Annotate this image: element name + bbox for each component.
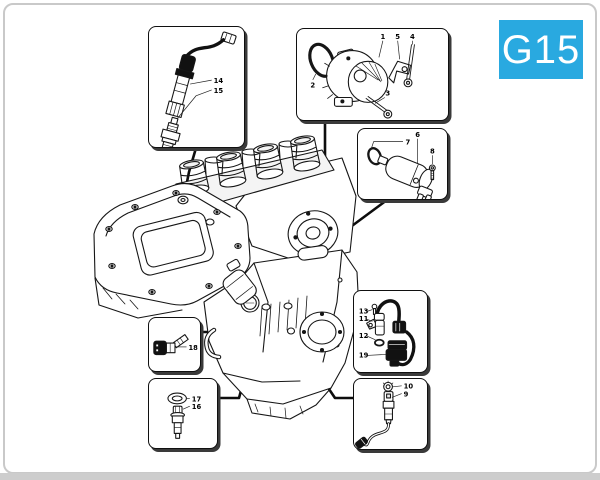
generator-body: [321, 48, 389, 107]
part-number-1: 1: [380, 33, 385, 41]
part-number-13: 13: [359, 307, 369, 315]
part-number-5: 5: [395, 33, 400, 41]
sensor-9-body: [382, 391, 395, 425]
pickup-sensor-art: 13 11 12 19: [359, 299, 416, 367]
bolt-3: [365, 96, 393, 119]
coil-cable: [396, 330, 416, 367]
part-number-18: 18: [188, 344, 198, 352]
bolt-4: [403, 44, 415, 88]
part-number-11: 11: [359, 315, 369, 323]
cable-terminal: [355, 436, 368, 449]
page-code-badge: G15: [499, 20, 583, 79]
spark-plug-cap: [165, 53, 196, 119]
callout-pressure-sensor: 18: [148, 317, 201, 372]
mounted-generator: [287, 210, 339, 256]
washer-17: [167, 392, 187, 405]
part-number-8: 8: [430, 147, 435, 155]
callout-starter-motor: 7 6 8: [357, 128, 448, 200]
part-number-9: 9: [404, 391, 409, 399]
sensor-boss: [283, 302, 293, 310]
cable-connector: [392, 320, 407, 334]
engine-illustration: [93, 135, 360, 420]
oil-filter: [222, 269, 257, 305]
part-number-2: 2: [310, 82, 315, 90]
sensor-boss: [261, 303, 271, 311]
sensor-cable: [375, 299, 401, 324]
coil-19: [385, 340, 408, 367]
generator-art: 1 5 4 2 3: [308, 33, 415, 119]
bolt-8: [428, 164, 436, 181]
part-number-6: 6: [415, 131, 420, 139]
starter-art: 7 6 8: [367, 131, 436, 199]
bolt-13: [371, 303, 378, 315]
callout-spark-plug-and-cap: 14 15: [148, 26, 245, 148]
ht-lead-cable: [184, 38, 226, 59]
sensor-18-body: [153, 334, 189, 356]
washer-10: [382, 380, 394, 392]
clutch-cover: [299, 311, 345, 353]
front-valve-cover: [93, 183, 251, 306]
page-bottom-bar: [0, 473, 600, 480]
part-number-15: 15: [214, 87, 224, 95]
callout-pickup-sensor: 13 11 12 19: [353, 290, 428, 373]
part-number-4: 4: [410, 33, 415, 41]
mounted-starter: [297, 245, 329, 261]
page-code: G15: [501, 27, 581, 72]
callout-generator-assembly: 1 5 4 2 3: [296, 28, 449, 121]
callout-sensor-cable: 10 9: [353, 378, 428, 450]
callout-water-temp-sensor: 17 16: [148, 378, 218, 449]
pickup-sensor-body: [366, 312, 385, 336]
part-number-16: 16: [192, 403, 202, 411]
o-ring-12: [374, 338, 385, 347]
part-number-10: 10: [404, 383, 414, 391]
part-number-14: 14: [214, 77, 224, 85]
part-number-7: 7: [405, 139, 410, 147]
spark-plug: [160, 116, 181, 147]
part-number-3: 3: [385, 90, 390, 98]
sensor-16-body: [170, 405, 185, 439]
generator-bracket: [388, 60, 412, 84]
part-number-17: 17: [192, 395, 202, 403]
sensor-cable-art: 10 9: [355, 380, 414, 449]
part-number-19: 19: [359, 351, 369, 359]
spark-plug-art: 14 15: [160, 31, 237, 147]
pressure-sensor-art: 18: [153, 334, 198, 356]
sensor-boss: [286, 327, 296, 335]
ht-lead-terminal: [220, 31, 237, 45]
sensor-boss: [226, 258, 241, 272]
part-number-12: 12: [359, 332, 369, 340]
water-temp-art: 17 16: [167, 392, 202, 439]
